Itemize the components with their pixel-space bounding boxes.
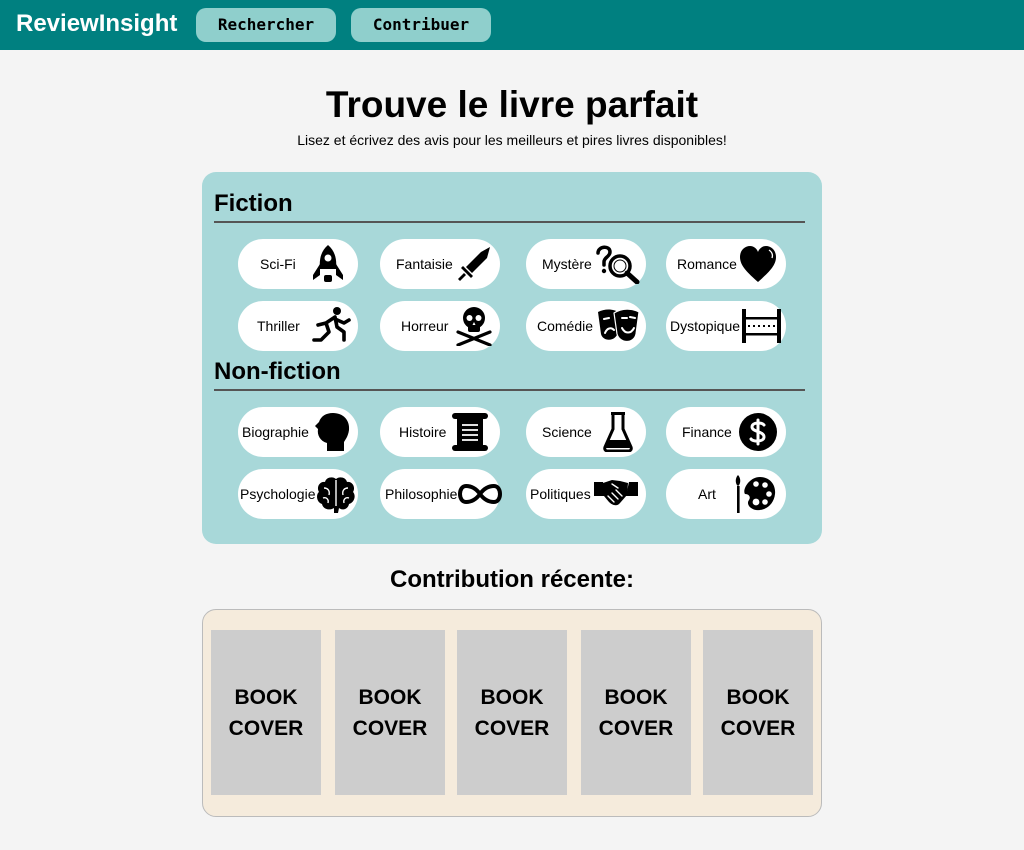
genre-label: Sci-Fi [260,256,296,272]
genre-art-button[interactable]: Art [666,469,786,519]
genre-fantaisie-button[interactable]: Fantaisie [380,239,500,289]
heart-icon [740,246,776,282]
genre-politiques-button[interactable]: Politiques [526,469,646,519]
genre-philosophie-button[interactable]: Philosophie [380,469,502,519]
genre-label: Comédie [537,318,594,334]
genre-label: Romance [677,256,737,272]
genre-label: Mystère [542,256,592,272]
genre-label: Philosophie [385,486,458,502]
genre-label: Biographie [242,424,309,440]
book-cover-placeholder-text: BOOK COVER [352,685,428,740]
recent-section-title: Contribution récente: [390,566,634,593]
genre-comedie-button[interactable]: Comédie [526,301,646,351]
genre-panel: Fiction Sci-Fi Fantaisie Mystère Romance [202,172,822,544]
dollar-coin-icon [739,413,777,451]
genre-scifi-button[interactable]: Sci-Fi [238,239,358,289]
recent-books-carousel: BOOK COVER BOOK COVER BOOK COVER BOOK CO… [202,609,822,817]
genre-label: Politiques [530,486,591,502]
genre-label: Finance [682,424,732,440]
genre-label: Psychologie [240,486,316,502]
handshake-icon [594,480,638,506]
skull-crossbones-icon [456,307,492,346]
sword-icon [458,247,490,281]
theater-masks-icon [598,308,640,343]
book-cover-placeholder-text: BOOK COVER [474,685,550,740]
search-nav-button[interactable]: Rechercher [196,8,336,42]
book-cover[interactable]: BOOK COVER [211,630,321,795]
nonfiction-divider [214,389,805,391]
genre-label: Thriller [257,318,300,334]
genre-histoire-button[interactable]: Histoire [380,407,500,457]
top-nav-bar: ReviewInsight Rechercher Contribuer [0,0,1024,50]
page-title: Trouve le livre parfait [325,84,699,125]
head-silhouette-icon [315,413,350,451]
palette-icon [735,475,776,513]
book-cover[interactable]: BOOK COVER [703,630,813,795]
genre-romance-button[interactable]: Romance [666,239,786,289]
book-cover[interactable]: BOOK COVER [457,630,567,795]
book-cover-placeholder-text: BOOK COVER [228,685,304,740]
brand-logo[interactable]: ReviewInsight [16,10,178,37]
infinity-icon [458,483,502,505]
genre-label: Fantaisie [396,256,453,272]
genre-dystopique-button[interactable]: Dystopique [666,301,786,351]
book-cover-placeholder-text: BOOK COVER [720,685,796,740]
genre-biographie-button[interactable]: Biographie [238,407,358,457]
flask-icon [603,412,633,452]
fiction-divider [214,221,805,223]
book-cover-placeholder-text: BOOK COVER [598,685,674,740]
scroll-icon [452,413,488,451]
genre-finance-button[interactable]: Finance [666,407,786,457]
rocket-icon [313,245,343,282]
book-cover[interactable]: BOOK COVER [335,630,445,795]
genre-psychologie-button[interactable]: Psychologie [238,469,358,519]
barrier-icon [742,309,781,343]
genre-label: Horreur [401,318,449,334]
genre-mystere-button[interactable]: Mystère [526,239,646,289]
brain-icon [317,477,355,513]
genre-label: Histoire [399,424,447,440]
genre-science-button[interactable]: Science [526,407,646,457]
genre-thriller-button[interactable]: Thriller [238,301,358,351]
page-subtitle: Lisez et écrivez des avis pour les meill… [297,132,727,148]
genre-horreur-button[interactable]: Horreur [380,301,500,351]
genre-label: Dystopique [670,318,741,334]
fiction-section-title: Fiction [214,190,293,217]
genre-label: Art [698,486,716,502]
running-person-icon [312,307,351,342]
nonfiction-section-title: Non-fiction [214,358,341,385]
genre-label: Science [542,424,592,440]
magnifier-question-icon [596,245,640,284]
contribute-nav-button[interactable]: Contribuer [351,8,491,42]
book-cover[interactable]: BOOK COVER [581,630,691,795]
